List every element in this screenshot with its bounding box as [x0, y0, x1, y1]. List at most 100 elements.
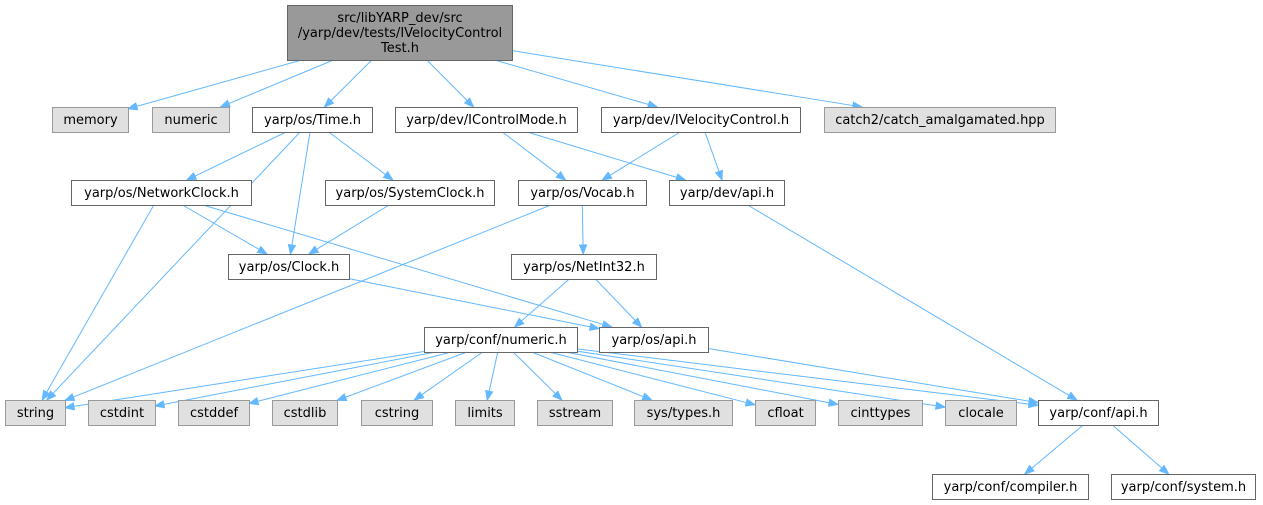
node-dev-ivelocitycontrol[interactable]: yarp/dev/IVelocityControl.h [601, 107, 801, 133]
node-label: src/libYARP_dev/src [337, 11, 462, 26]
arrow-head [674, 173, 687, 182]
node-box [325, 180, 495, 206]
edge-root-to-memory [126, 59, 302, 111]
arrow-head [1066, 391, 1079, 401]
edge-conf_numeric-to-cstdlib [335, 351, 468, 402]
node-box [1038, 400, 1159, 426]
edge-line [494, 59, 649, 105]
edge-line [257, 351, 452, 402]
edge-line [488, 351, 499, 392]
edge-os_time-to-os_systemclock [328, 131, 394, 181]
edge-line [73, 204, 552, 398]
edge-root-to-os_time [323, 59, 373, 108]
node-label: catch2/catch_amalgamated.hpp [835, 113, 1045, 128]
node-box [424, 327, 578, 353]
edge-conf_numeric-to-cstdint [153, 351, 436, 409]
node-label: string [17, 406, 54, 421]
edge-os_vocab-to-os_netint32 [578, 204, 588, 256]
node-label: cstddef [190, 406, 239, 421]
node-memory: memory [52, 107, 129, 133]
arrow-head [555, 170, 567, 181]
node-label: cstdint [100, 406, 144, 421]
node-label: numeric [164, 113, 217, 128]
arrow-head [601, 171, 613, 181]
node-os-networkclock[interactable]: yarp/os/NetworkClock.h [71, 180, 252, 206]
arrow-head [256, 245, 269, 255]
node-box [272, 400, 338, 426]
edge-line [328, 131, 386, 176]
edge-line [291, 131, 311, 246]
node-os-vocab[interactable]: yarp/os/Vocab.h [518, 180, 647, 206]
node-label: yarp/conf/api.h [1049, 406, 1147, 421]
node-conf-api[interactable]: yarp/conf/api.h [1038, 400, 1159, 426]
node-dev-api[interactable]: yarp/dev/api.h [669, 180, 785, 206]
arrow-head [1028, 399, 1040, 409]
node-box [511, 254, 657, 280]
edge-line [228, 59, 334, 105]
node-box [455, 400, 515, 426]
arrow-head [744, 398, 757, 407]
node-label: yarp/os/Time.h [264, 113, 361, 128]
node-label: sstream [549, 406, 601, 421]
edge-line [1031, 424, 1084, 469]
edge-line [182, 204, 260, 250]
edge-os_networkclock-to-os_clock [182, 204, 269, 255]
node-box [824, 107, 1056, 133]
arrow-head [219, 99, 231, 108]
arrow-head [714, 169, 723, 182]
node-os-api[interactable]: yarp/os/api.h [599, 327, 709, 353]
edge-conf_numeric-to-conf_api [576, 348, 1040, 409]
node-conf-compiler[interactable]: yarp/conf/compiler.h [932, 474, 1089, 500]
edge-dev_icontrolmode-to-os_vocab [502, 131, 567, 181]
arrow-head [463, 97, 475, 108]
arrow-head [641, 392, 654, 401]
arrow-head [827, 398, 840, 407]
edge-conf_numeric-to-cinttypes [565, 351, 840, 407]
edge-conf_numeric-to-sstream [512, 351, 563, 401]
node-label: cinttypes [851, 406, 911, 421]
node-label: cfloat [767, 406, 803, 421]
node-label: limits [467, 406, 503, 421]
nodes-layer: src/libYARP_dev/src/yarp/dev/tests/IVelo… [5, 5, 1256, 500]
arrow-head [307, 245, 320, 255]
node-box [287, 5, 513, 61]
edge-line [52, 131, 301, 394]
arrow-head [1023, 464, 1035, 475]
edge-line [330, 59, 373, 102]
node-root[interactable]: src/libYARP_dev/src/yarp/dev/tests/IVelo… [287, 5, 513, 61]
edge-line [609, 131, 681, 176]
arrow-head [934, 401, 947, 410]
node-box [395, 107, 578, 133]
arrow-head [646, 100, 659, 109]
node-os-systemclock[interactable]: yarp/os/SystemClock.h [325, 180, 495, 206]
arrow-head [45, 390, 57, 402]
node-label: Test.h [380, 41, 419, 56]
node-dev-icontrolmode[interactable]: yarp/dev/IControlMode.h [395, 107, 578, 133]
edge-line [163, 351, 436, 405]
edges-layer [41, 50, 1170, 475]
node-box [71, 180, 252, 206]
edge-line [521, 278, 570, 322]
arrow-head [631, 317, 643, 328]
arrow-head [63, 392, 76, 401]
node-conf-system[interactable]: yarp/conf/system.h [1111, 474, 1256, 500]
node-box [932, 474, 1089, 500]
edge-dev_icontrolmode-to-dev_api [527, 131, 687, 182]
edge-line [348, 278, 591, 328]
arrow-head [513, 317, 525, 328]
edge-dev_api-to-conf_api [747, 204, 1079, 401]
edge-line [136, 59, 302, 107]
edge-conf_api-to-conf_compiler [1023, 424, 1084, 475]
node-label: yarp/conf/system.h [1121, 480, 1246, 495]
edge-root-to-dev_ivelocitycontrol [494, 59, 659, 109]
node-os-clock[interactable]: yarp/os/Clock.h [228, 254, 350, 280]
edge-os_netint32-to-conf_numeric [513, 278, 570, 328]
edge-os_time-to-string [45, 131, 301, 402]
edge-line [595, 278, 636, 321]
node-os-time[interactable]: yarp/os/Time.h [252, 107, 373, 133]
node-sys-types: sys/types.h [634, 400, 733, 426]
node-os-netint32[interactable]: yarp/os/NetInt32.h [511, 254, 657, 280]
node-conf-numeric[interactable]: yarp/conf/numeric.h [424, 327, 578, 353]
node-label: yarp/dev/IVelocityControl.h [613, 113, 789, 128]
arrow-head [413, 391, 425, 401]
